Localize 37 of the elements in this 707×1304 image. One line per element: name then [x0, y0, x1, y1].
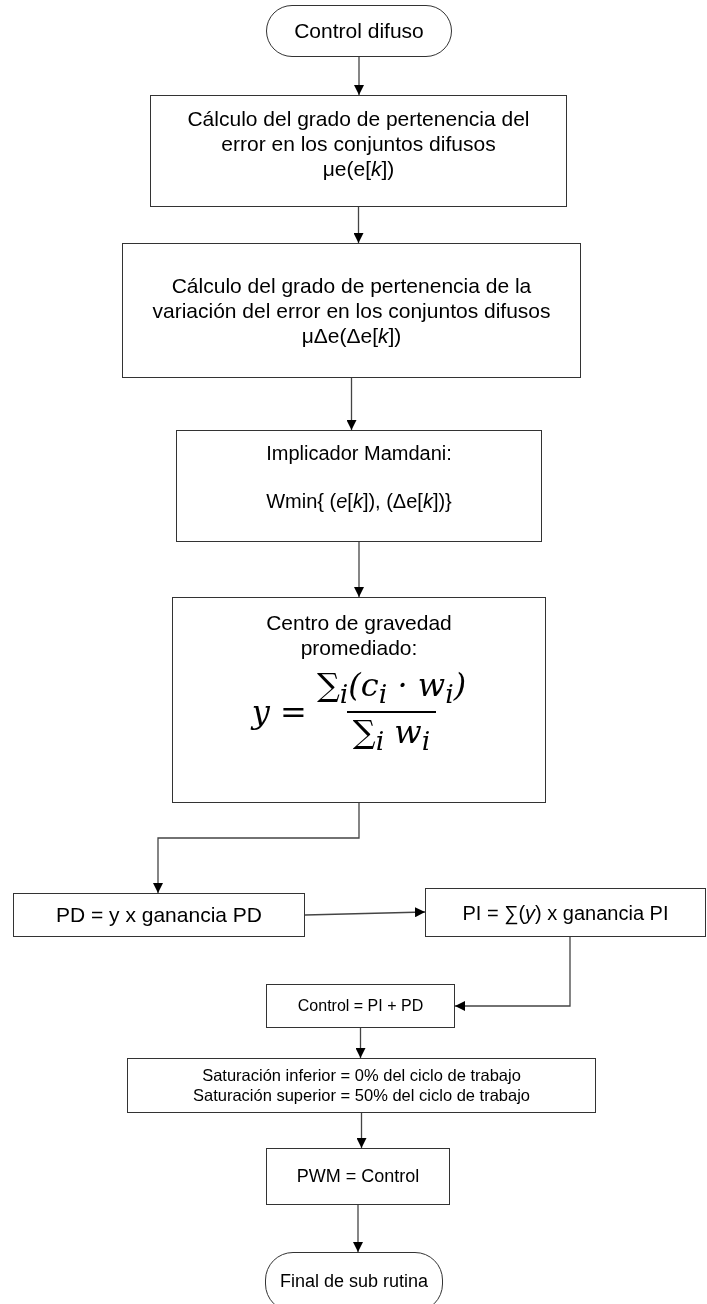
process-box — [127, 1058, 596, 1113]
formula: Wmin{ (e[k]), (Δe[k])} — [266, 489, 452, 513]
formula-lhs: y = — [251, 692, 307, 731]
arrow — [153, 802, 360, 894]
start-terminal — [266, 5, 452, 57]
process-text: PI = ∑(y) x ganancia PI — [462, 900, 669, 925]
process-box — [266, 1148, 450, 1205]
formula-numerator: ∑$_{i}$(c$_{i}$ · w$_{i}$) — [316, 666, 467, 711]
formula: μΔe(Δe[k]) — [300, 323, 403, 349]
process-box — [13, 893, 305, 937]
process-box — [172, 597, 546, 803]
arrow — [454, 936, 571, 1011]
process-text: Centro de gravedad promediado: — [265, 610, 453, 661]
process-text: PWM = Control — [296, 1165, 420, 1188]
arrow — [304, 907, 426, 918]
arrow — [356, 1112, 367, 1149]
process-text: Saturación inferior = 0% del ciclo de trabajo — [202, 1065, 521, 1086]
process-text: Implicador Mamdani: — [266, 441, 452, 465]
end-terminal — [265, 1252, 443, 1304]
arrow — [354, 541, 364, 598]
process-text: PD = y x ganancia PD — [56, 902, 262, 928]
formula: μe(e[k]) — [321, 156, 396, 182]
arrow — [353, 206, 364, 244]
process-text: Saturación superior = 50% del ciclo de trabajo — [192, 1085, 531, 1106]
arrow — [354, 56, 364, 96]
arrow — [346, 377, 357, 431]
formula-denominator: ∑$_{i}$ w$_{i}$ — [346, 710, 437, 758]
process-box — [266, 984, 455, 1028]
process-box — [425, 888, 706, 937]
arrow — [353, 1204, 363, 1253]
arrow — [355, 1027, 366, 1059]
terminal-label: Control difuso — [294, 18, 424, 44]
process-box — [176, 430, 542, 542]
process-box — [122, 243, 581, 378]
process-box — [150, 95, 567, 207]
process-text: Control = PI + PD — [297, 996, 424, 1016]
terminal-label: Final de sub rutina — [279, 1271, 429, 1293]
